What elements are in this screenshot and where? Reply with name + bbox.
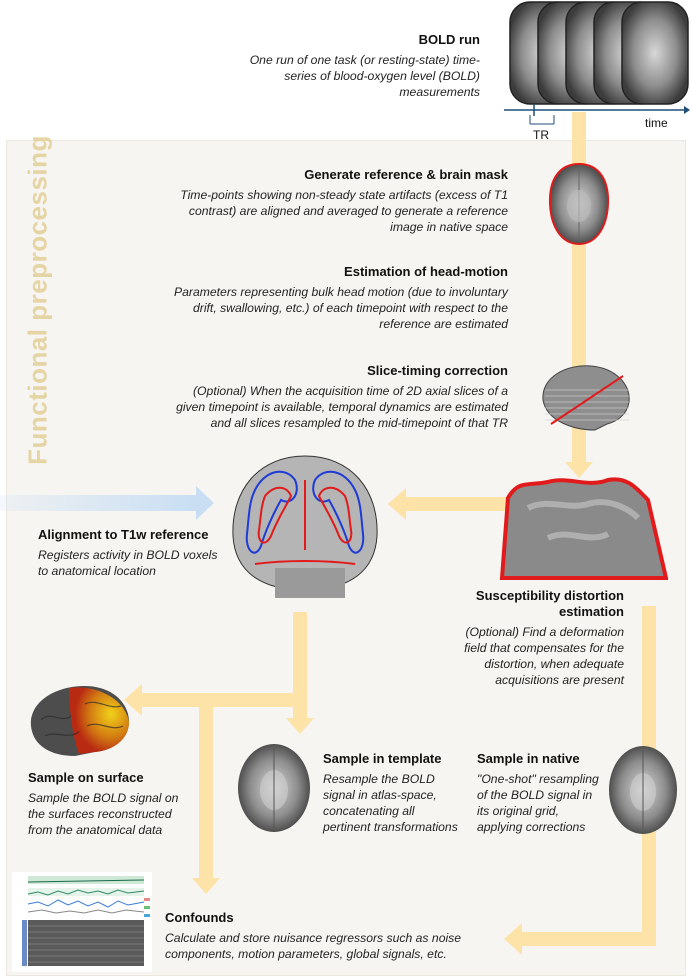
step-title: Confounds: [165, 910, 234, 925]
flow-segment-alignment-down: [293, 612, 307, 700]
brain-mask-image-icon: [548, 162, 610, 246]
step-susceptibility: Susceptibility distortion estimation (Op…: [440, 588, 624, 688]
step-title: Generate reference & brain mask: [304, 167, 508, 182]
flow-arrowhead-to-confounds: [192, 878, 220, 894]
tr-label: TR: [533, 128, 549, 142]
step-description: Sample the BOLD signal on the surfaces r…: [28, 791, 179, 837]
step-bold-run: BOLD run One run of one task (or resting…: [240, 32, 480, 100]
bold-volume-stack-icon: [504, 1, 690, 125]
step-head-motion: Estimation of head-motion Parameters rep…: [158, 264, 508, 332]
native-brain-image-icon: [609, 746, 677, 834]
step-confounds: Confounds Calculate and store nuisance r…: [165, 910, 505, 962]
flow-segment-to-confounds: [199, 700, 213, 880]
flow-segment-to-alignment: [404, 497, 510, 511]
step-description: Parameters representing bulk head motion…: [174, 285, 508, 331]
step-description: (Optional) When the acquisition time of …: [176, 384, 508, 430]
step-title: Sample in template: [323, 751, 442, 766]
step-description: One run of one task (or resting-state) t…: [249, 53, 480, 99]
step-native: Sample in native "One-shot" resampling o…: [477, 751, 607, 835]
step-template: Sample in template Resample the BOLD sig…: [323, 751, 463, 835]
step-title: Susceptibility distortion estimation: [475, 588, 624, 619]
inbound-arrowhead: [196, 486, 214, 520]
template-brain-image-icon: [238, 744, 310, 832]
flow-arrowhead-to-alignment: [388, 488, 406, 520]
flow-segment-branch-bar: [140, 693, 307, 707]
distortion-image-icon: [499, 477, 668, 580]
step-surface: Sample on surface Sample the BOLD signal…: [28, 770, 188, 838]
step-description: "One-shot" resampling of the BOLD signal…: [477, 772, 599, 834]
step-title: Slice-timing correction: [367, 363, 508, 378]
cortical-surface-image-icon: [30, 686, 129, 756]
step-title: Estimation of head-motion: [344, 264, 508, 279]
flow-segment-to-template: [293, 700, 307, 720]
step-title: Sample on surface: [28, 770, 144, 785]
flow-arrowhead-to-template: [286, 718, 314, 734]
step-description: Time-points showing non-steady state art…: [180, 188, 508, 234]
step-reference: Generate reference & brain mask Time-poi…: [158, 167, 508, 235]
sagittal-slice-image-icon: [542, 365, 630, 431]
step-title: Alignment to T1w reference: [38, 527, 209, 542]
step-description: Registers activity in BOLD voxels to ana…: [38, 548, 218, 578]
time-axis-label: time: [645, 116, 668, 130]
step-alignment: Alignment to T1w reference Registers act…: [38, 527, 228, 579]
inbound-flow-segment: [0, 495, 196, 511]
step-description: (Optional) Find a deformation field that…: [464, 625, 624, 687]
flow-arrowhead-bottom: [504, 923, 522, 955]
confounds-plot-image-icon: [12, 872, 152, 972]
step-slice-timing: Slice-timing correction (Optional) When …: [168, 363, 508, 431]
flow-arrowhead-to-surface: [124, 684, 142, 716]
step-title: BOLD run: [418, 32, 480, 47]
step-title: Sample in native: [477, 751, 580, 766]
coronal-registration-image-icon: [232, 455, 378, 598]
step-description: Calculate and store nuisance regressors …: [165, 931, 462, 961]
flow-arrowhead-main: [565, 462, 593, 478]
step-description: Resample the BOLD signal in atlas-space,…: [323, 772, 458, 834]
flow-segment-bottom: [520, 932, 656, 946]
